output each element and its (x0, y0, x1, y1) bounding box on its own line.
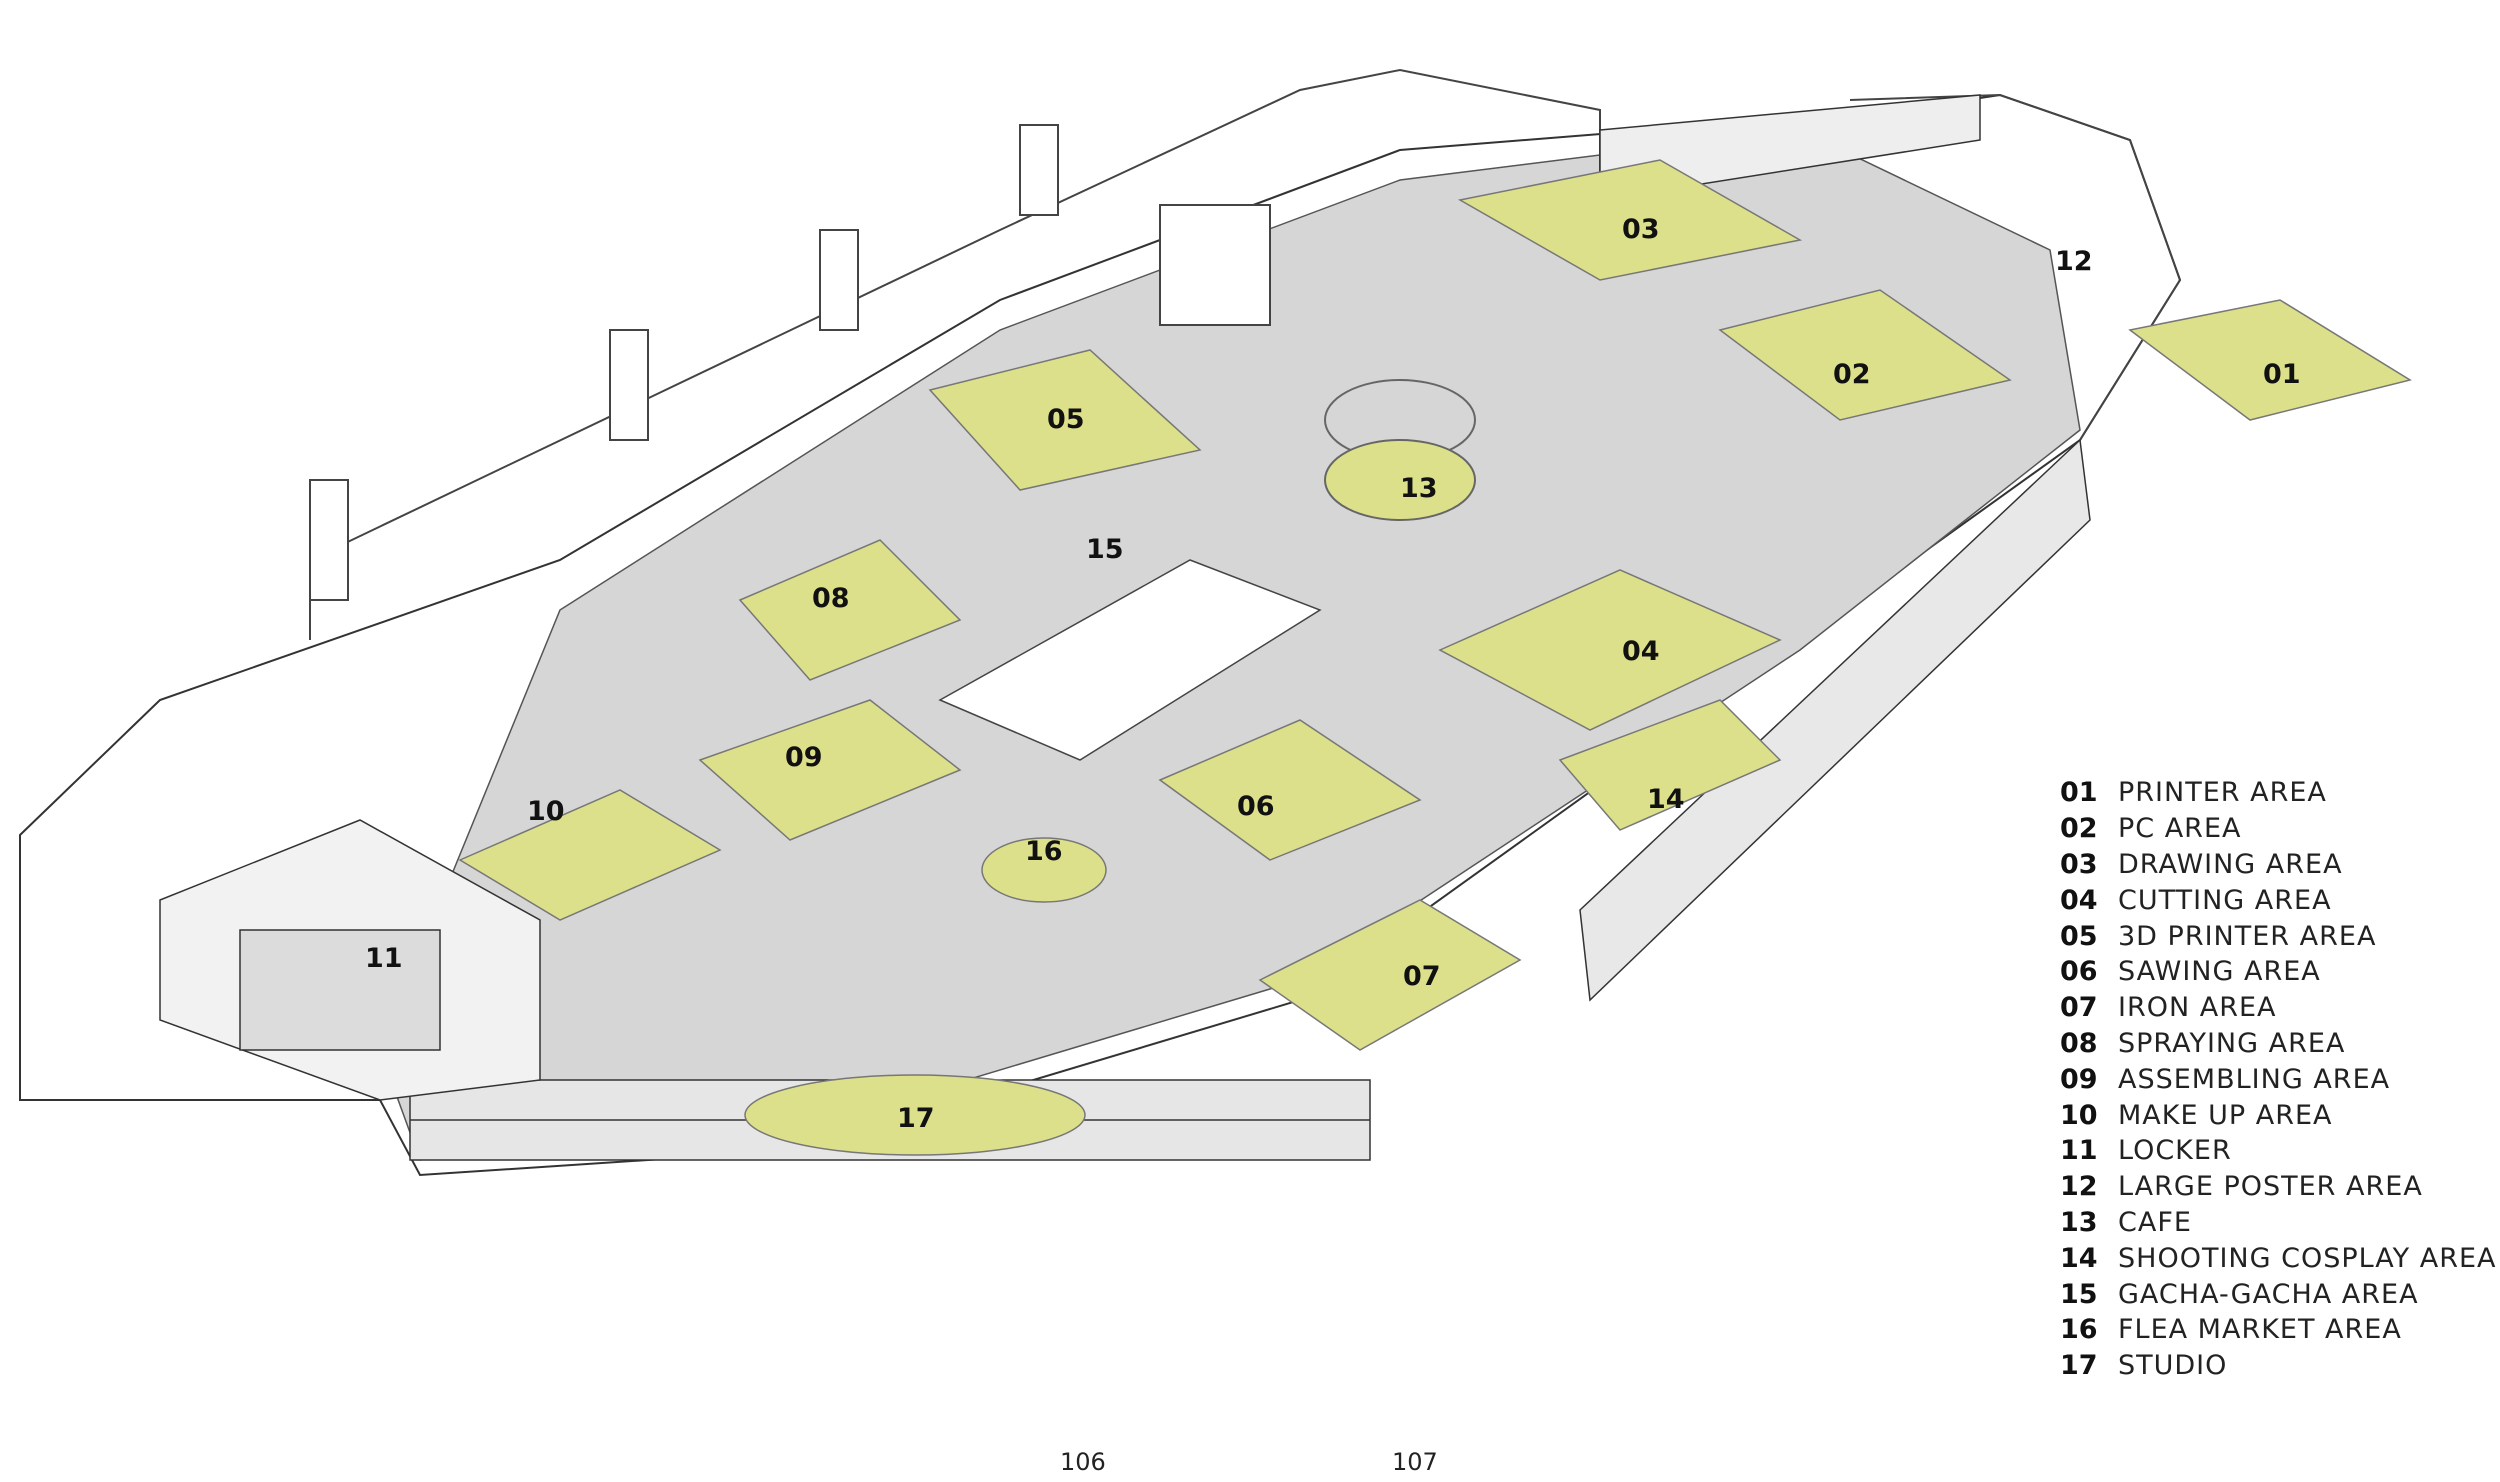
locker-block (159, 819, 541, 1101)
zone-pad-07 (1258, 899, 1522, 1051)
legend-item: 11 LOCKER (2060, 1133, 2500, 1169)
legend-number: 11 (2060, 1135, 2098, 1167)
legend-number: 08 (2060, 1027, 2098, 1059)
legend-item: 16 FLEA MARKET AREA (2060, 1312, 2500, 1348)
zone-pad-03 (1457, 159, 1803, 281)
zone-pad-04 (1438, 569, 1782, 731)
legend-label: STUDIO (2118, 1350, 2228, 1382)
legend-label: LOCKER (2118, 1135, 2232, 1167)
zone-pad-10 (458, 789, 722, 921)
zone-pad-05 (928, 349, 1202, 491)
zone-pad-01 (2128, 299, 2412, 421)
zone-number-09: 09 (785, 742, 823, 773)
zone-number-02: 02 (1833, 359, 1871, 390)
cafe-ring (1324, 379, 1476, 521)
legend-number: 09 (2060, 1063, 2098, 1095)
legend-item: 15 GACHA-GACHA AREA (2060, 1276, 2500, 1312)
legend-label: GACHA-GACHA AREA (2118, 1278, 2419, 1310)
legend-number: 06 (2060, 956, 2098, 988)
legend-label: SHOOTING COSPLAY AREA (2118, 1242, 2497, 1274)
legend-number: 15 (2060, 1278, 2098, 1310)
zone-pad-06 (1158, 719, 1422, 861)
legend-label: DRAWING AREA (2118, 848, 2343, 880)
legend-item: 06 SAWING AREA (2060, 954, 2500, 990)
page-number-right: 107 (1392, 1448, 1438, 1476)
legend-item: 04 CUTTING AREA (2060, 882, 2500, 918)
zone-number-17: 17 (897, 1103, 935, 1134)
legend-item: 10 MAKE UP AREA (2060, 1097, 2500, 1133)
zone-number-11: 11 (365, 943, 403, 974)
legend-number: 02 (2060, 813, 2098, 845)
legend-number: 16 (2060, 1314, 2098, 1346)
legend-number: 07 (2060, 992, 2098, 1024)
wall-columns (309, 124, 1271, 601)
zone-number-10: 10 (527, 796, 565, 827)
zone-number-03: 03 (1622, 214, 1660, 245)
legend-label: CUTTING AREA (2118, 884, 2332, 916)
legend-label: MAKE UP AREA (2118, 1099, 2333, 1131)
zone-number-01: 01 (2263, 359, 2301, 390)
legend-label: IRON AREA (2118, 992, 2277, 1024)
legend-item: 17 STUDIO (2060, 1348, 2500, 1384)
legend-number: 14 (2060, 1242, 2098, 1274)
legend-item: 03 DRAWING AREA (2060, 847, 2500, 883)
legend-number: 13 (2060, 1206, 2098, 1238)
legend-item: 07 IRON AREA (2060, 990, 2500, 1026)
zone-number-12: 12 (2055, 246, 2093, 277)
zone-number-06: 06 (1237, 791, 1275, 822)
zone-number-08: 08 (812, 583, 850, 614)
legend-label: SAWING AREA (2118, 956, 2321, 988)
legend-label: PC AREA (2118, 813, 2242, 845)
zone-number-05: 05 (1047, 404, 1085, 435)
legend-number: 03 (2060, 848, 2098, 880)
zone-pad-08 (738, 539, 962, 681)
legend-label: CAFE (2118, 1206, 2192, 1238)
legend-number: 10 (2060, 1099, 2098, 1131)
legend-number: 01 (2060, 777, 2098, 809)
zone-number-13: 13 (1400, 473, 1438, 504)
zone-pad-16 (981, 837, 1107, 903)
legend-number: 17 (2060, 1350, 2098, 1382)
zone-number-15: 15 (1086, 534, 1124, 565)
page-number-left: 106 (1060, 1448, 1106, 1476)
legend-label: ASSEMBLING AREA (2118, 1063, 2391, 1095)
legend-number: 12 (2060, 1171, 2098, 1203)
zone-pad-09 (698, 699, 962, 841)
legend-label: FLEA MARKET AREA (2118, 1314, 2402, 1346)
zone-pads (458, 159, 2412, 1156)
legend-item: 05 3D PRINTER AREA (2060, 918, 2500, 954)
zone-number-07: 07 (1403, 961, 1441, 992)
legend-item: 02 PC AREA (2060, 811, 2500, 847)
legend-label: PRINTER AREA (2118, 777, 2327, 809)
legend-number: 04 (2060, 884, 2098, 916)
zone-number-14: 14 (1647, 784, 1685, 815)
legend-number: 05 (2060, 920, 2098, 952)
zone-number-04: 04 (1622, 636, 1660, 667)
legend-item: 14 SHOOTING COSPLAY AREA (2060, 1240, 2500, 1276)
zone-pad-17 (744, 1074, 1086, 1156)
legend-label: LARGE POSTER AREA (2118, 1171, 2423, 1203)
zone-number-16: 16 (1025, 836, 1063, 867)
legend-item: 01 PRINTER AREA (2060, 775, 2500, 811)
zone-pad-14 (1558, 699, 1782, 831)
central-void (938, 559, 1322, 761)
legend-label: 3D PRINTER AREA (2118, 920, 2377, 952)
legend-item: 12 LARGE POSTER AREA (2060, 1169, 2500, 1205)
legend-item: 08 SPRAYING AREA (2060, 1026, 2500, 1062)
legend-item: 09 ASSEMBLING AREA (2060, 1061, 2500, 1097)
zone-pad-02 (1718, 289, 2012, 421)
legend-label: SPRAYING AREA (2118, 1027, 2346, 1059)
legend-item: 13 CAFE (2060, 1205, 2500, 1241)
